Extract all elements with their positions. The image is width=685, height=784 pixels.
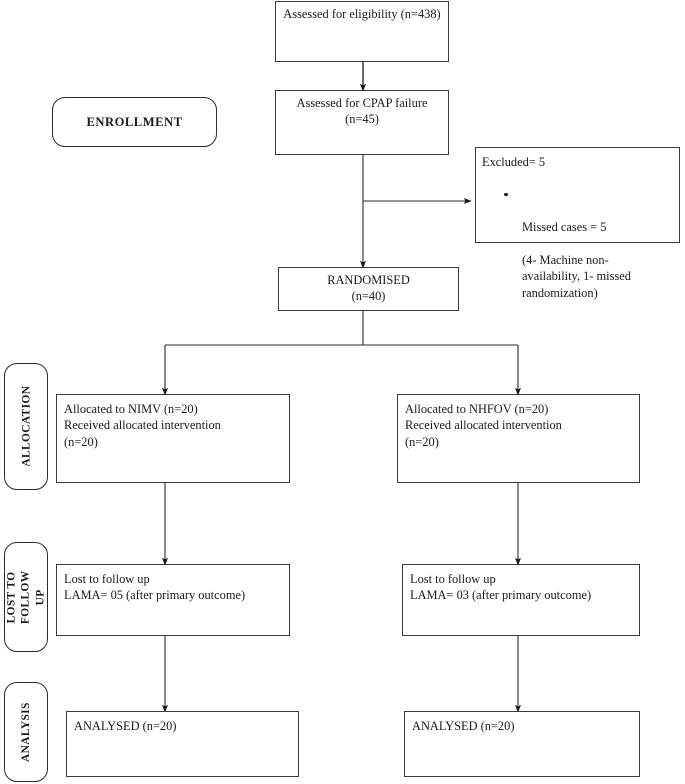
stage-label-enrollment: ENROLLMENT <box>52 97 217 147</box>
stage-label-allocation-text: ALLOCATION <box>19 385 32 468</box>
bullet-icon <box>504 192 508 197</box>
stage-label-lost-to-follow-up-text: LOST TO FOLLOW UP <box>5 570 47 624</box>
node-assessed-for-cpap-failure <box>275 90 449 155</box>
stage-label-analysis-text: ANALYSIS <box>19 702 32 762</box>
node-lost-to-follow-up-nimv <box>56 564 290 636</box>
node-analysed-nimv <box>66 711 299 777</box>
stage-label-enrollment-text: ENROLLMENT <box>86 114 183 129</box>
node-randomised <box>278 267 459 311</box>
node-excluded-bullet-item: Missed cases = 5 (4- Machine non- availa… <box>482 170 680 317</box>
node-excluded-detail-text: (4- Machine non- availability, 1- missed… <box>522 252 631 300</box>
node-assessed-for-eligibility-text: Assessed for eligibility (n=438) <box>283 7 441 21</box>
node-lost-to-follow-up-nhfov-text: Lost to follow up LAMA= 03 (after primar… <box>410 572 592 603</box>
node-analysed-nhfov-text: ANALYSED (n=20) <box>412 719 515 733</box>
node-excluded-heading: Excluded= 5 <box>482 155 546 169</box>
node-randomised-text: RANDOMISED (n=40) <box>327 273 410 304</box>
node-analysed-nimv-text: ANALYSED (n=20) <box>74 719 177 733</box>
node-allocated-nhfov-text: Allocated to NHFOV (n=20) Received alloc… <box>405 402 562 449</box>
node-analysed-nhfov <box>404 711 640 777</box>
node-allocated-nimv <box>56 394 290 483</box>
node-assessed-for-cpap-failure-text: Assessed for CPAP failure (n=45) <box>296 96 428 127</box>
stage-label-allocation: ALLOCATION <box>4 363 48 490</box>
stage-label-analysis: ANALYSIS <box>4 682 48 782</box>
node-lost-to-follow-up-nimv-text: Lost to follow up LAMA= 05 (after primar… <box>64 572 246 603</box>
stage-label-lost-to-follow-up: LOST TO FOLLOW UP <box>4 542 48 652</box>
node-excluded-bullet-text: Missed cases = 5 <box>522 220 607 235</box>
node-assessed-for-eligibility <box>275 1 449 62</box>
node-allocated-nhfov <box>397 394 640 483</box>
node-lost-to-follow-up-nhfov <box>402 564 640 636</box>
node-allocated-nimv-text: Allocated to NIMV (n=20) Received alloca… <box>64 402 221 449</box>
node-excluded <box>475 147 680 243</box>
